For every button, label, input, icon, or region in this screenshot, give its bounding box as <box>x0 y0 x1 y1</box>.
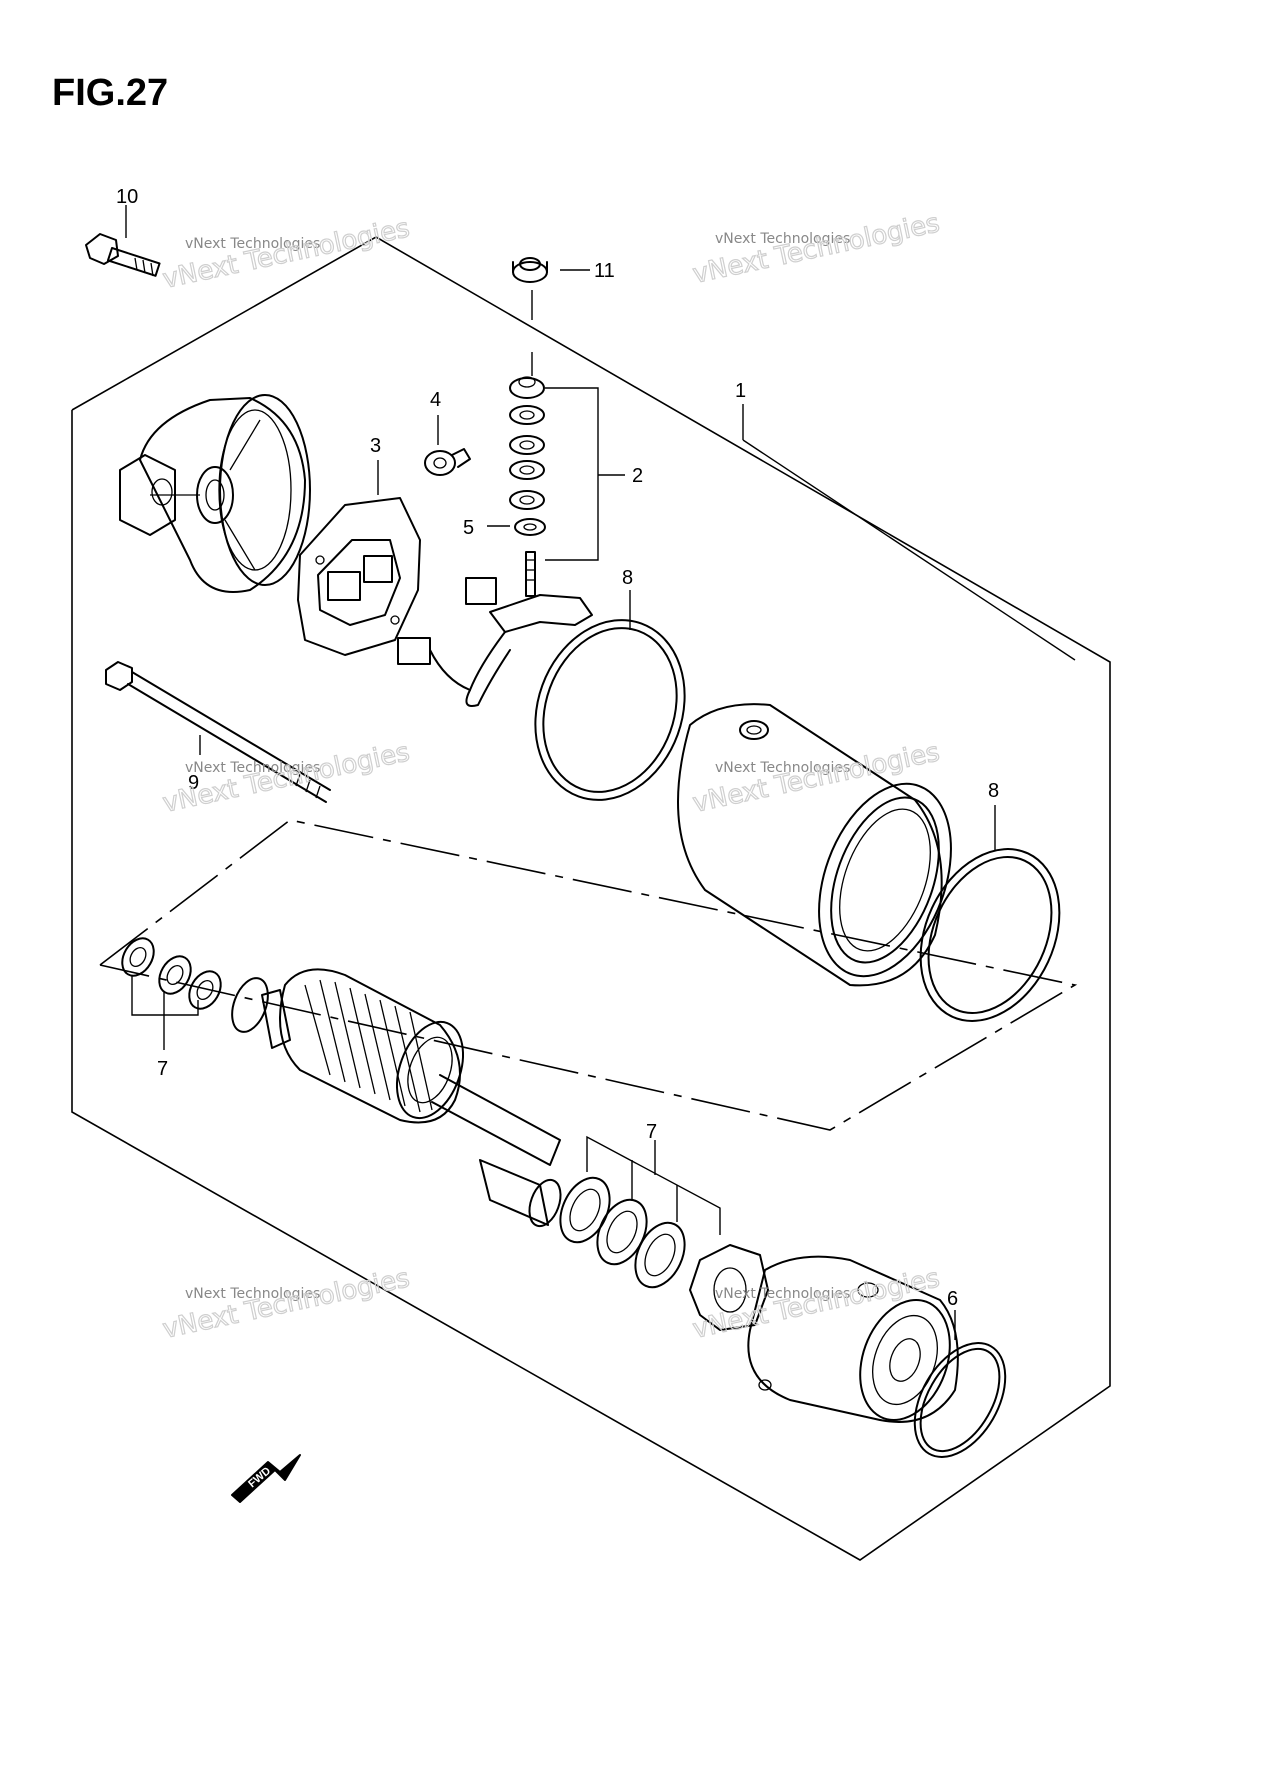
armature-dashed-outline <box>99 819 1078 1131</box>
brush-plate-part-3 <box>297 497 421 656</box>
o-ring-part-8-upper <box>534 619 686 801</box>
svg-text:vNext Technologies: vNext Technologies <box>690 737 942 819</box>
watermark: vNext Technologies vNext Technologies <box>690 1263 943 1346</box>
svg-text:vNext Technologies: vNext Technologies <box>715 1286 850 1302</box>
callout-6: 6 <box>947 1288 958 1310</box>
watermark: vNext Technologies vNext Technologies <box>690 208 943 291</box>
o-ring-part-6 <box>913 1342 1007 1458</box>
callout-7-left: 7 <box>157 1058 168 1080</box>
armature <box>231 968 562 1228</box>
brush-holder-leads <box>397 577 593 707</box>
svg-text:vNext Technologies: vNext Technologies <box>690 208 942 290</box>
callout-5: 5 <box>463 517 474 539</box>
forward-direction-arrow: FWD <box>231 1454 301 1503</box>
callout-8-upper: 8 <box>622 567 633 589</box>
terminal-washer-stack-part-2 <box>509 376 546 597</box>
o-ring-part-8-lower <box>919 848 1061 1022</box>
assembly-frame <box>71 236 1111 1561</box>
callout-11: 11 <box>594 260 615 282</box>
flange-bolt-part-10 <box>85 233 161 277</box>
svg-text:vNext Technologies: vNext Technologies <box>185 760 320 776</box>
callout-3: 3 <box>370 435 381 457</box>
callout-4: 4 <box>430 389 441 411</box>
svg-text:vNext Technologies: vNext Technologies <box>185 1286 320 1302</box>
shims-part-7-right <box>559 1176 686 1289</box>
callout-9: 9 <box>188 772 199 794</box>
through-bolt-part-9 <box>105 661 331 803</box>
watermark: vNext Technologies vNext Technologies <box>160 1263 413 1346</box>
figure-title: FIG.27 <box>52 72 169 114</box>
svg-text:vNext Technologies: vNext Technologies <box>715 760 850 776</box>
front-housing <box>747 1255 959 1423</box>
svg-text:vNext Technologies: vNext Technologies <box>690 1263 942 1345</box>
svg-text:vNext Technologies: vNext Technologies <box>185 236 320 252</box>
svg-text:vNext Technologies: vNext Technologies <box>715 231 850 247</box>
yoke-housing-part-1 <box>677 703 952 987</box>
nut-part-11 <box>512 257 548 283</box>
svg-text:vNext Technologies: vNext Technologies <box>160 1263 412 1345</box>
lock-plate <box>689 1244 769 1331</box>
callout-1: 1 <box>735 380 746 402</box>
brush-spring-part-4 <box>424 448 471 476</box>
watermark: vNext Technologies vNext Technologies <box>690 737 943 820</box>
shims-part-7-left <box>121 937 222 1010</box>
callout-8-lower: 8 <box>988 780 999 802</box>
callout-7-right: 7 <box>646 1121 657 1143</box>
watermark: vNext Technologies vNext Technologies <box>160 213 413 296</box>
svg-text:vNext Technologies: vNext Technologies <box>160 213 412 295</box>
leader-lines <box>125 205 1076 1340</box>
callout-2: 2 <box>632 465 643 487</box>
rear-end-cover <box>119 394 311 593</box>
callout-10: 10 <box>116 186 138 208</box>
